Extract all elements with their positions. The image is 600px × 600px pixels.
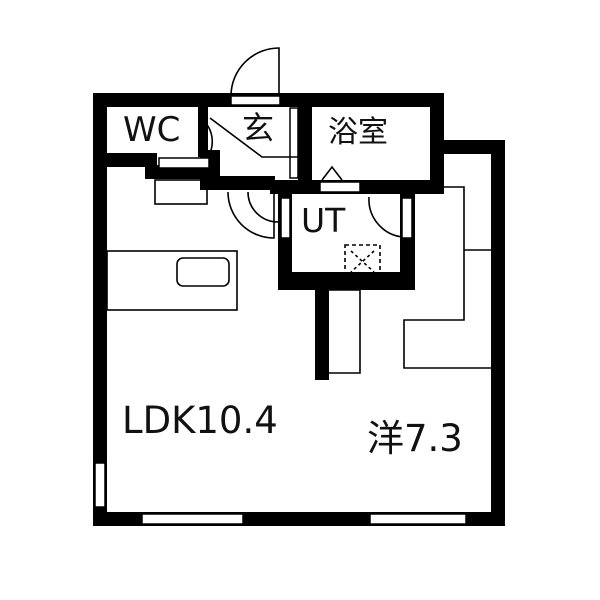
openings — [94, 95, 467, 525]
room-label-ldk: LDK10.4 — [122, 399, 278, 442]
fixtures — [106, 47, 491, 374]
room-label-western: 洋7.3 — [367, 417, 463, 460]
room-label-utility: UT — [301, 201, 346, 240]
room-label-wc: WC — [123, 110, 181, 150]
room-label-entrance: 玄 — [242, 109, 275, 147]
room-label-bath: 浴室 — [328, 115, 388, 150]
